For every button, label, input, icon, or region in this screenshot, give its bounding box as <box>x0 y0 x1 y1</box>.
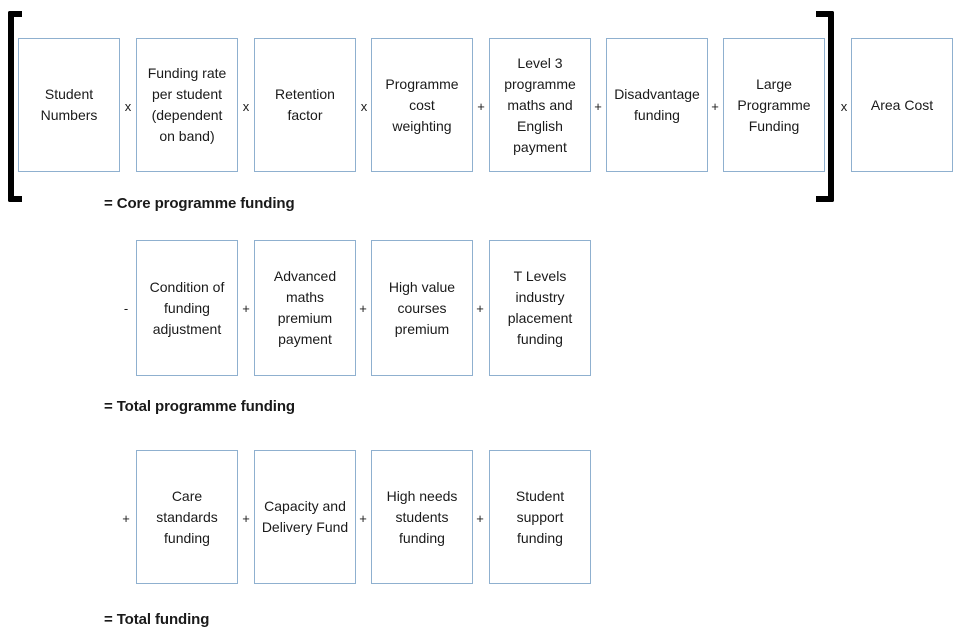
left-bracket <box>8 11 22 202</box>
box-label: Disadvantage funding <box>614 86 700 123</box>
operator-plus: + <box>122 511 130 526</box>
box-funding-rate: Funding rate per student (dependent on b… <box>136 38 238 172</box>
operator-plus: + <box>359 511 367 526</box>
operator-minus: - <box>123 301 129 316</box>
box-label: Student support funding <box>515 487 565 546</box>
box-label: Advanced maths premium payment <box>273 268 337 347</box>
box-student-numbers: Student Numbers <box>18 38 120 172</box>
box-label: Retention factor <box>275 86 335 123</box>
box-label: Programme cost weighting <box>385 75 459 134</box>
box-label: High value courses premium <box>388 278 456 337</box>
box-label: Capacity and Delivery Fund <box>261 498 349 535</box>
operator-multiply: x <box>124 99 132 114</box>
right-bracket <box>816 11 834 202</box>
box-capacity-delivery-fund: Capacity and Delivery Fund <box>254 450 356 584</box>
operator-multiply: x <box>242 99 250 114</box>
box-label: T Levels industry placement funding <box>507 268 573 347</box>
box-high-needs-students: High needs students funding <box>371 450 473 584</box>
box-label: High needs students funding <box>386 487 458 546</box>
operator-plus: + <box>242 511 250 526</box>
operator-plus: + <box>242 301 250 316</box>
box-advanced-maths-premium: Advanced maths premium payment <box>254 240 356 376</box>
operator-plus: + <box>477 99 485 114</box>
operator-plus: + <box>359 301 367 316</box>
result-total-funding: = Total funding <box>104 611 210 628</box>
result-total-programme-funding: = Total programme funding <box>104 398 295 415</box>
box-label: Condition of funding adjustment <box>149 278 225 337</box>
box-student-support: Student support funding <box>489 450 591 584</box>
operator-plus: + <box>476 511 484 526</box>
box-t-levels-placement: T Levels industry placement funding <box>489 240 591 376</box>
box-label: Student Numbers <box>40 86 98 123</box>
operator-plus: + <box>711 99 719 114</box>
operator-plus: + <box>594 99 602 114</box>
box-label: Area Cost <box>870 96 934 113</box>
box-disadvantage-funding: Disadvantage funding <box>606 38 708 172</box>
box-area-cost: Area Cost <box>851 38 953 172</box>
box-label: Large Programme Funding <box>737 75 811 134</box>
operator-multiply: x <box>360 99 368 114</box>
operator-multiply: x <box>840 99 848 114</box>
box-label: Level 3 programme maths and English paym… <box>504 54 576 155</box>
box-label: Care standards funding <box>156 487 218 546</box>
box-level3-maths-english: Level 3 programme maths and English paym… <box>489 38 591 172</box>
box-large-programme-funding: Large Programme Funding <box>723 38 825 172</box>
box-retention-factor: Retention factor <box>254 38 356 172</box>
box-care-standards: Care standards funding <box>136 450 238 584</box>
box-high-value-courses: High value courses premium <box>371 240 473 376</box>
result-core-programme-funding: = Core programme funding <box>104 195 295 212</box>
box-programme-cost-weighting: Programme cost weighting <box>371 38 473 172</box>
operator-plus: + <box>476 301 484 316</box>
box-condition-of-funding: Condition of funding adjustment <box>136 240 238 376</box>
box-label: Funding rate per student (dependent on b… <box>147 65 227 144</box>
